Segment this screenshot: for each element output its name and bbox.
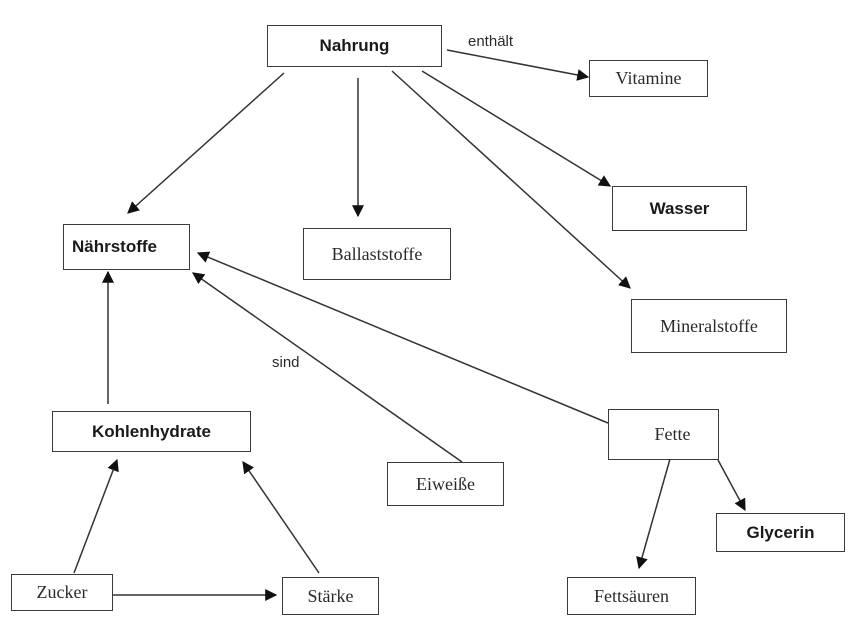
node-ballaststoffe[interactable]: Ballaststoffe (303, 228, 451, 280)
edge-zucker-kohlenhydrate (73, 458, 119, 574)
edge-nahrung-mineralstoffe (391, 70, 631, 289)
node-vitamine-label: Vitamine (615, 68, 682, 88)
edge-label-enthaelt: enthält (468, 33, 514, 50)
node-naehrstoffe-label: Nährstoffe (72, 237, 158, 256)
node-glycerin[interactable]: Glycerin (716, 513, 845, 552)
node-fette-label: Fette (654, 424, 691, 444)
node-fettsaeuren-label: Fettsäuren (594, 585, 669, 606)
node-nahrung[interactable]: Nahrung (267, 25, 442, 67)
node-staerke-label: Stärke (307, 585, 354, 606)
node-eiweisse-label: Eiweiße (416, 473, 475, 494)
node-nahrung-label: Nahrung (319, 36, 390, 55)
edge-fette-fettsaeuren (636, 458, 671, 570)
node-mineralstoffe-label: Mineralstoffe (660, 315, 758, 336)
edge-eiweisse-naehrstoffe (192, 272, 463, 463)
node-ballaststoffe-label: Ballaststoffe (331, 243, 423, 264)
node-staerke[interactable]: Stärke (282, 577, 379, 615)
node-fettsaeuren[interactable]: Fettsäuren (567, 577, 696, 615)
node-wasser-label: Wasser (649, 198, 710, 218)
node-eiweisse[interactable]: Eiweiße (387, 462, 504, 506)
edge-fette-glycerin (717, 459, 746, 512)
edge-nahrung-wasser (421, 70, 612, 187)
edge-fette-naehrstoffe (196, 251, 609, 424)
node-glycerin-label: Glycerin (746, 522, 815, 542)
edge-staerke-kohlenhydrate (242, 461, 320, 574)
node-zucker[interactable]: Zucker (11, 574, 113, 611)
node-fette[interactable]: Fette (608, 409, 719, 460)
node-naehrstoffe[interactable]: Nährstoffe (63, 224, 190, 270)
node-zucker-label: Zucker (36, 582, 88, 602)
edge-label-sind: sind (272, 354, 300, 371)
node-mineralstoffe[interactable]: Mineralstoffe (631, 299, 787, 353)
node-kohlenhydrate[interactable]: Kohlenhydrate (52, 411, 251, 452)
edge-nahrung-naehrstoffe (127, 72, 285, 214)
edge-nahrung-vitamine (446, 49, 590, 81)
node-kohlenhydrate-label: Kohlenhydrate (91, 421, 212, 441)
node-vitamine[interactable]: Vitamine (589, 60, 708, 97)
node-wasser[interactable]: Wasser (612, 186, 747, 231)
